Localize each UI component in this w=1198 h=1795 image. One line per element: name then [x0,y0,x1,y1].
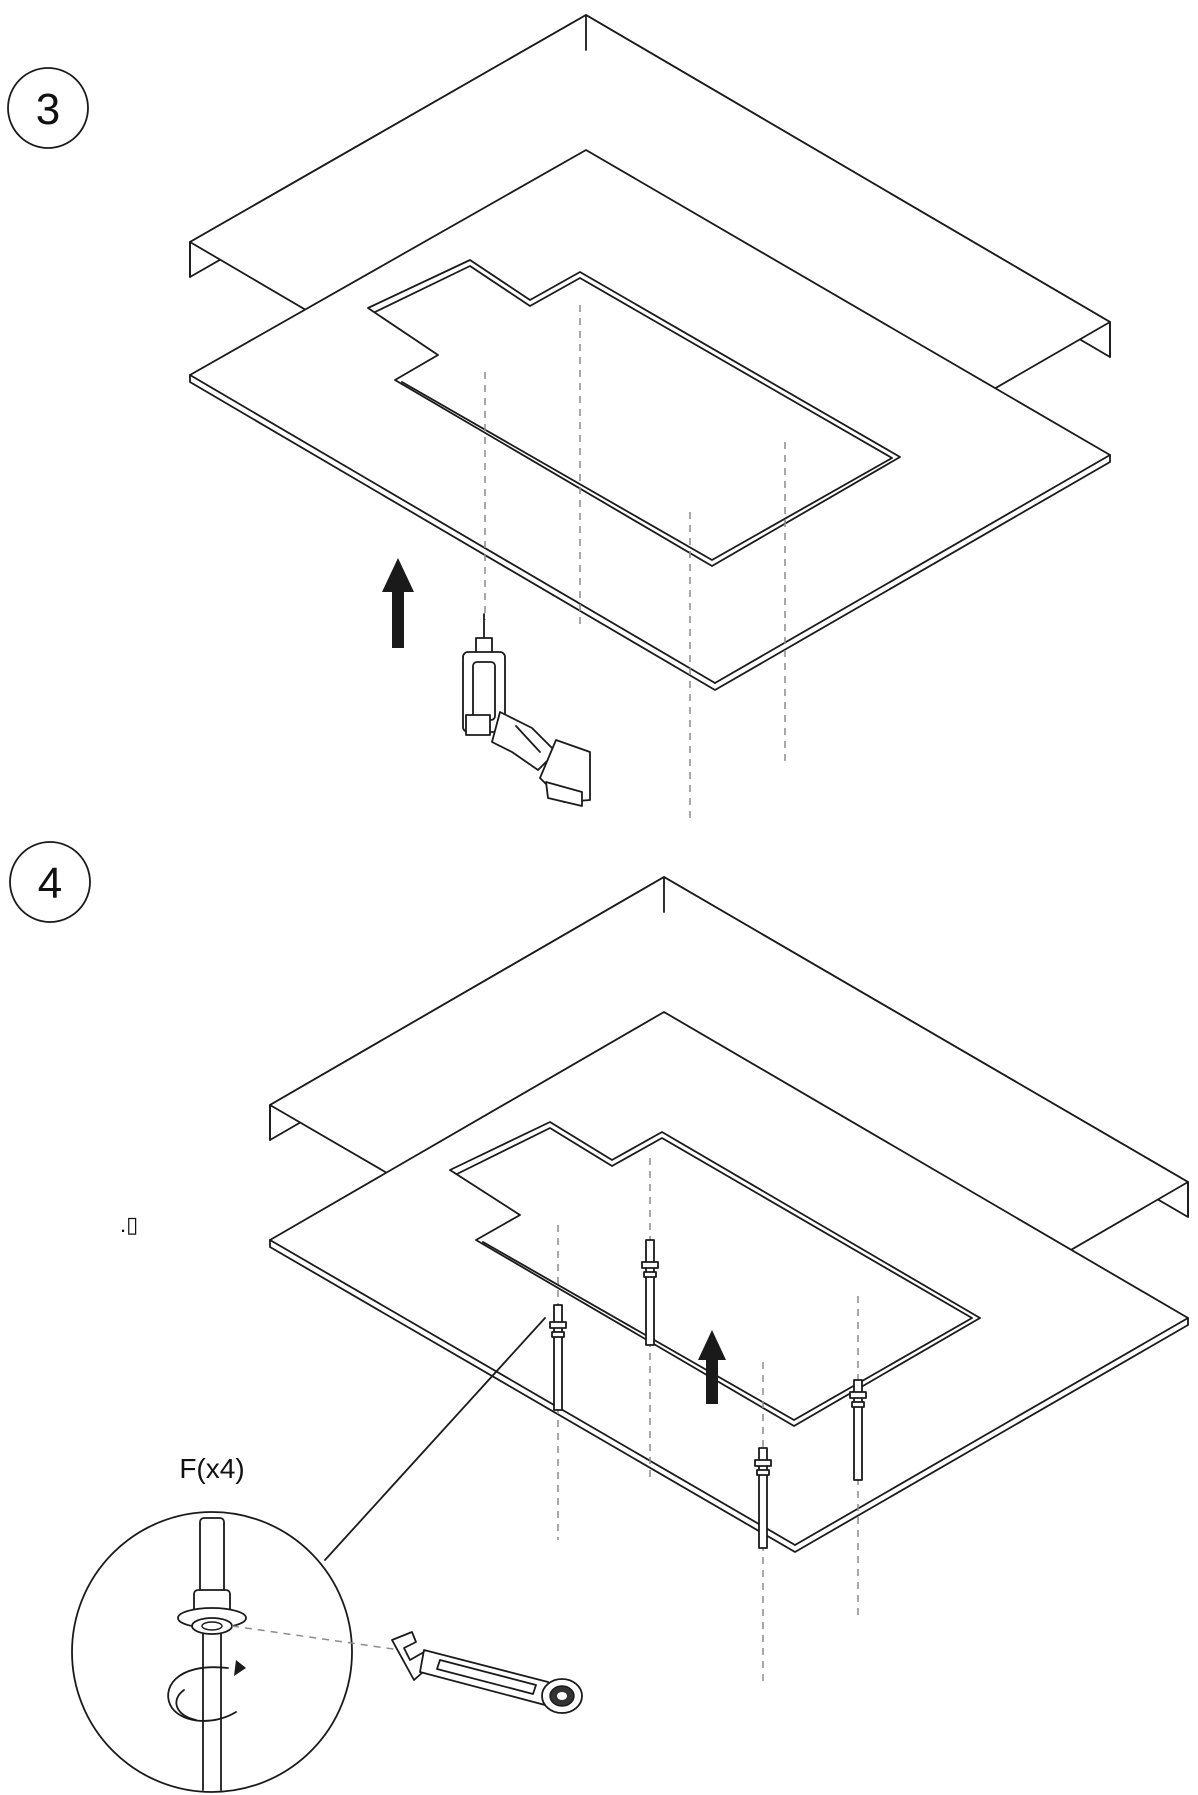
anchor-bolt [641,1239,659,1346]
step-3: 3 [7,14,1111,820]
up-arrow-icon [382,558,414,648]
rotate-arrow-icon [167,1660,246,1722]
step-3-number: 3 [36,85,60,134]
step-3-badge: 3 [7,67,89,149]
stray-mark: .▯ [120,1212,138,1237]
step-3-drill-guides [484,305,786,820]
step-3-mounting-plate [189,149,1111,691]
step-4: 4 .▯ [9,841,1189,1793]
wrench-icon [391,1631,583,1714]
callout-label: F(x4) [179,1453,244,1484]
drill-icon [462,613,591,807]
step-4-mounting-plate [269,1011,1189,1553]
anchor-bolt-icon [549,1239,867,1549]
callout-leader-line [324,1317,546,1561]
step-4-badge: 4 [9,841,91,923]
step-4-number: 4 [38,859,62,908]
anchor-bolt [754,1447,772,1549]
anchor-bolt [849,1379,867,1481]
anchor-bolt [549,1304,567,1411]
up-arrow-icon [698,1330,726,1404]
detail-callout [71,1511,401,1793]
